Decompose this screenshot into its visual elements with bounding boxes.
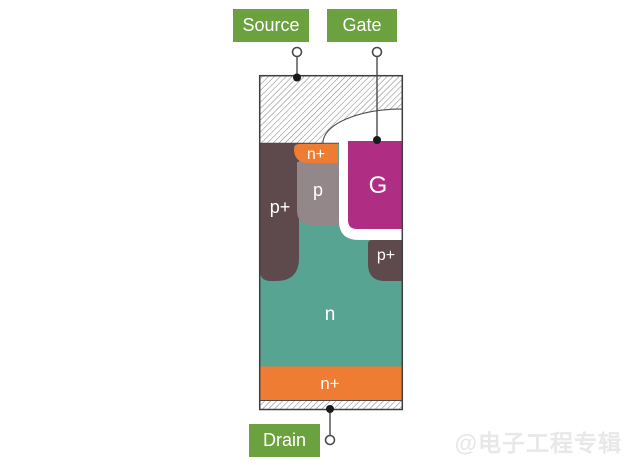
region-gate-electrode xyxy=(348,141,403,229)
label-n-plus-source: n+ xyxy=(307,146,325,163)
label-p-plus-left: p+ xyxy=(270,197,291,217)
label-gate-electrode: G xyxy=(369,172,388,199)
region-n-plus-substrate xyxy=(260,366,403,401)
label-n-drift: n xyxy=(325,304,336,325)
gate-contact-dot xyxy=(373,136,381,144)
region-p-plus-left xyxy=(259,142,299,281)
label-n-plus-substrate: n+ xyxy=(320,374,339,393)
gate-terminal-circle xyxy=(371,46,383,58)
label-p-body: p xyxy=(313,180,323,200)
region-p-plus-right xyxy=(368,240,403,281)
gate-terminal-label: Gate xyxy=(327,9,397,42)
drain-terminal-circle xyxy=(324,434,336,446)
label-p-plus-right: p+ xyxy=(377,247,395,264)
drain-contact-dot xyxy=(326,405,334,413)
region-p-body xyxy=(297,162,339,225)
source-terminal-circle xyxy=(291,46,303,58)
source-terminal-label: Source xyxy=(233,9,309,42)
region-n-plus-source xyxy=(294,144,338,163)
watermark-text: @电子工程专辑 xyxy=(454,430,622,456)
source-contact-dot xyxy=(293,73,301,82)
drain-terminal-label: Drain xyxy=(249,424,320,457)
